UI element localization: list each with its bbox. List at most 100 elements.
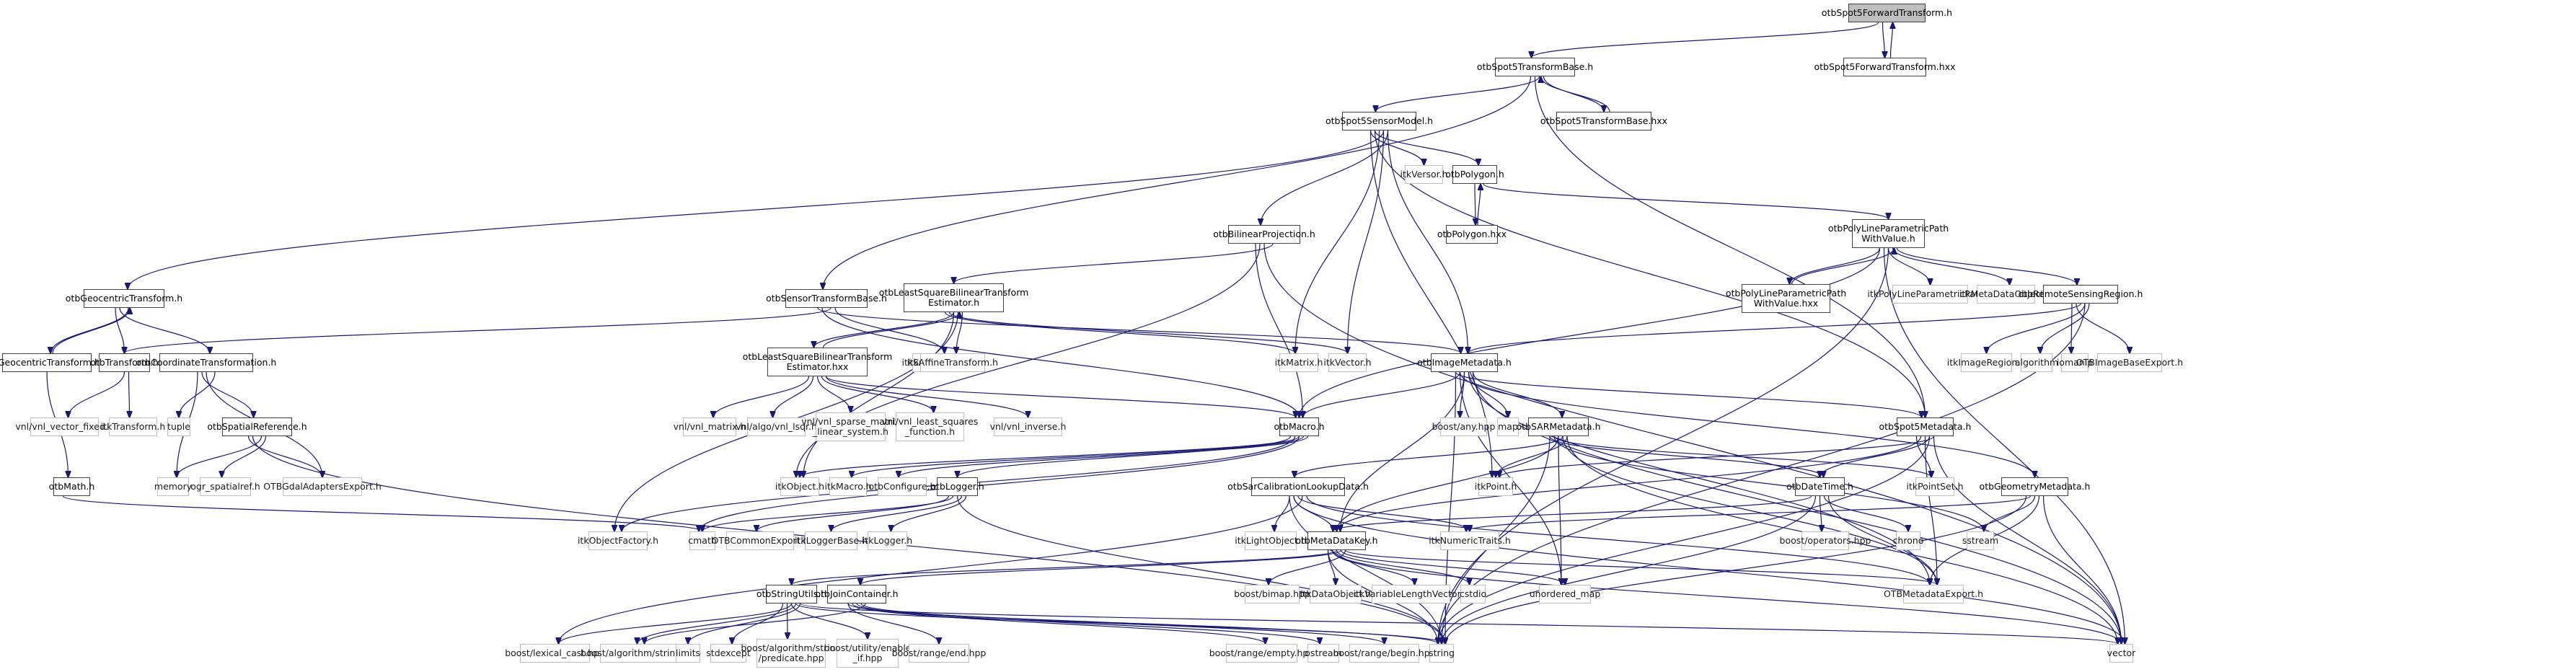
node-sensor[interactable]: otbSpot5SensorModel.h — [1326, 112, 1433, 131]
node-plpphxx[interactable]: otbPolyLineParametricPath WithValue.hxx — [1726, 284, 1846, 313]
node-itkimgregion: itkImageRegion.h — [1947, 353, 2026, 372]
edge-otbmacro-to-itkobject — [800, 436, 1300, 477]
node-string: string — [1429, 644, 1455, 663]
node-fwdhxx[interactable]: otbSpot5ForwardTransform.hxx — [1814, 58, 1956, 76]
node-label: otbMetaDataKey.h — [1295, 535, 1378, 546]
edge-spot5meta-to-itkpointset — [1915, 436, 1932, 477]
node-limits: limits — [676, 644, 700, 663]
node-gdalexp: OTBGdalAdaptersExport.h — [263, 477, 381, 496]
node-label: otbConfigure.h — [868, 481, 936, 492]
edge-joincont-to-boostrangeend — [847, 603, 939, 644]
node-vector: vector — [2107, 644, 2135, 663]
edge-mdkey-to-cstdio — [1336, 549, 1470, 585]
node-spot5meta[interactable]: otbSpot5Metadata.h — [1879, 417, 1971, 436]
node-joincont[interactable]: otbJoinContainer.h — [815, 585, 899, 604]
node-sarcal[interactable]: otbSarCalibrationLookupData.h — [1227, 477, 1369, 496]
node-itkversor: itkVersor.h — [1400, 165, 1448, 184]
node-label: itkImageRegion.h — [1946, 357, 2026, 368]
node-geommeta[interactable]: otbGeometryMetadata.h — [1980, 477, 2090, 496]
node-plpp[interactable]: otbPolyLineParametricPath WithValue.h — [1828, 219, 1949, 248]
edge-datetime-to-string — [1442, 495, 1817, 644]
node-mdkey[interactable]: otbMetaDataKey.h — [1295, 531, 1378, 550]
node-otbtransform[interactable]: otbTransform.h — [90, 353, 159, 372]
node-vnlvecfixed: vnl/vnl_vector_fixed.h — [15, 417, 114, 436]
edge-geommeta-to-sstream — [1984, 495, 2036, 531]
edge-datetime-to-boostops — [1820, 495, 1822, 531]
edge-geommeta-to-itknumtraits — [1466, 495, 2032, 531]
edge-tbase-to-sensor — [1376, 76, 1540, 112]
node-imgmeta[interactable]: otbImageMetadata.h — [1417, 353, 1512, 372]
node-polygon[interactable]: otbPolygon.h — [1445, 165, 1504, 184]
node-sarmeta[interactable]: otbSARMetadata.h — [1517, 417, 1601, 436]
node-datetime[interactable]: otbDateTime.h — [1786, 477, 1853, 496]
node-iomanip: iomanip — [2057, 353, 2093, 372]
edge-mdkey-to-boostbimap — [1269, 549, 1346, 585]
node-vnllsqr: vnl/algo/vnl_lsqr.h — [736, 417, 817, 436]
edge-spot5meta-to-metaexp — [1924, 436, 1938, 585]
node-bilin[interactable]: otbBilinearProjection.h — [1213, 225, 1315, 244]
edge-sarcal-to-itknumtraits — [1297, 495, 1470, 531]
node-sensorbase[interactable]: otbSensorTransformBase.h — [766, 289, 887, 308]
node-spatialref[interactable]: otbSpatialReference.h — [207, 417, 307, 436]
edge-rsregion-to-otbimgbaseexp — [2076, 303, 2130, 353]
node-label: itkLightObject.h — [1235, 535, 1307, 546]
edge-datetime-to-mdkey — [1333, 495, 1812, 531]
edge-datetime-to-metaexp — [1827, 495, 1938, 585]
edge-mdkey-to-unorderedmap — [1340, 549, 1566, 585]
node-root[interactable]: otbSpot5ForwardTransform.h — [1822, 4, 1952, 22]
node-label: otbSensorTransformBase.h — [766, 293, 887, 304]
node-tuple: tuple — [167, 417, 190, 436]
edge-joincont-to-string — [847, 603, 1438, 644]
node-label: vnl/vnl_sparse_matrix _linear_system.h — [801, 416, 900, 437]
node-geochxx[interactable]: otbGeocentricTransform.hxx — [0, 353, 111, 372]
node-label: boost/range/begin.hpp — [1333, 647, 1436, 658]
node-boostops: boost/operators.hpp — [1780, 531, 1871, 550]
node-label: otbMacro.h — [1274, 421, 1325, 432]
node-label: cmath — [688, 535, 717, 546]
node-label: otbPolyLineParametricPath WithValue.hxx — [1725, 288, 1847, 309]
node-boostany: boost/any.hpp — [1432, 417, 1495, 436]
node-otblogger[interactable]: otbLogger.h — [930, 477, 984, 496]
node-label: otbSarCalibrationLookupData.h — [1227, 481, 1369, 492]
node-geoc[interactable]: otbGeocentricTransform.h — [66, 289, 182, 308]
edge-sensor-to-itkmatrix — [1295, 130, 1380, 353]
edge-lsqhxx-to-vnlinverse — [825, 376, 1028, 417]
node-otbmath[interactable]: otbMath.h — [49, 477, 94, 496]
node-boostpred: boost/algorithm/string /predicate.hpp — [741, 639, 842, 668]
edge-lsqhxx-to-otbmacro — [825, 376, 1296, 417]
node-label: otbImageMetadata.h — [1417, 357, 1512, 368]
edge-root-to-tbase — [1532, 22, 1879, 58]
node-otbmacro[interactable]: otbMacro.h — [1274, 417, 1325, 436]
edge-sensor-to-imgmeta — [1387, 130, 1468, 353]
edge-sarcal-to-metaexp — [1306, 495, 1930, 585]
node-strutils[interactable]: otbStringUtils.h — [757, 585, 826, 604]
edge-otblogger-to-otbcommonexp — [757, 495, 950, 531]
edge-spot5meta-to-datetime — [1820, 436, 1931, 477]
node-label: boost/range/end.hpp — [891, 647, 987, 658]
edge-bilin-to-otbmacro — [1255, 243, 1303, 417]
node-label: ogr_spatialref.h — [190, 481, 260, 492]
node-itkpointset: itkPointSet.h — [1906, 477, 1964, 496]
edge-otbmath-to-cmath — [62, 495, 703, 531]
node-polygonhxx[interactable]: otbPolygon.hxx — [1437, 225, 1507, 244]
node-sstream: sstream — [1962, 531, 1998, 550]
edge-spatialref-to-memory — [177, 436, 263, 477]
node-tbase[interactable]: otbSpot5TransformBase.h — [1477, 58, 1593, 76]
edge-sarmeta-to-datetime — [1549, 436, 1824, 477]
node-label: itkVector.h — [1323, 357, 1372, 368]
edge-sarmeta-to-itkpointset — [1553, 436, 1931, 477]
node-tbasehxx[interactable]: otbSpot5TransformBase.hxx — [1540, 112, 1667, 131]
edge-sarcal-to-mdkey — [1293, 495, 1333, 531]
node-label: algorithm — [2014, 357, 2059, 368]
edge-otbmacro-to-itkmacro — [852, 436, 1305, 477]
node-lsq[interactable]: otbLeastSquareBilinearTransform Estimato… — [879, 283, 1028, 312]
node-label: OTBGdalAdaptersExport.h — [263, 481, 381, 492]
node-coordtr[interactable]: otbCoordinateTransformation.h — [136, 353, 276, 372]
node-itkdataobj: itkDataObject.h — [1300, 585, 1371, 604]
node-itkobjfactory: itkObjectFactory.h — [578, 531, 658, 550]
edge-polygon-to-polygonhxx — [1475, 183, 1476, 225]
node-lsqhxx[interactable]: otbLeastSquareBilinearTransform Estimato… — [743, 348, 892, 376]
node-label: otbTransform.h — [90, 357, 159, 368]
node-itkmacro: itkMacro.h — [824, 477, 872, 496]
node-rsregion[interactable]: otbRemoteSensingRegion.h — [2019, 285, 2143, 304]
